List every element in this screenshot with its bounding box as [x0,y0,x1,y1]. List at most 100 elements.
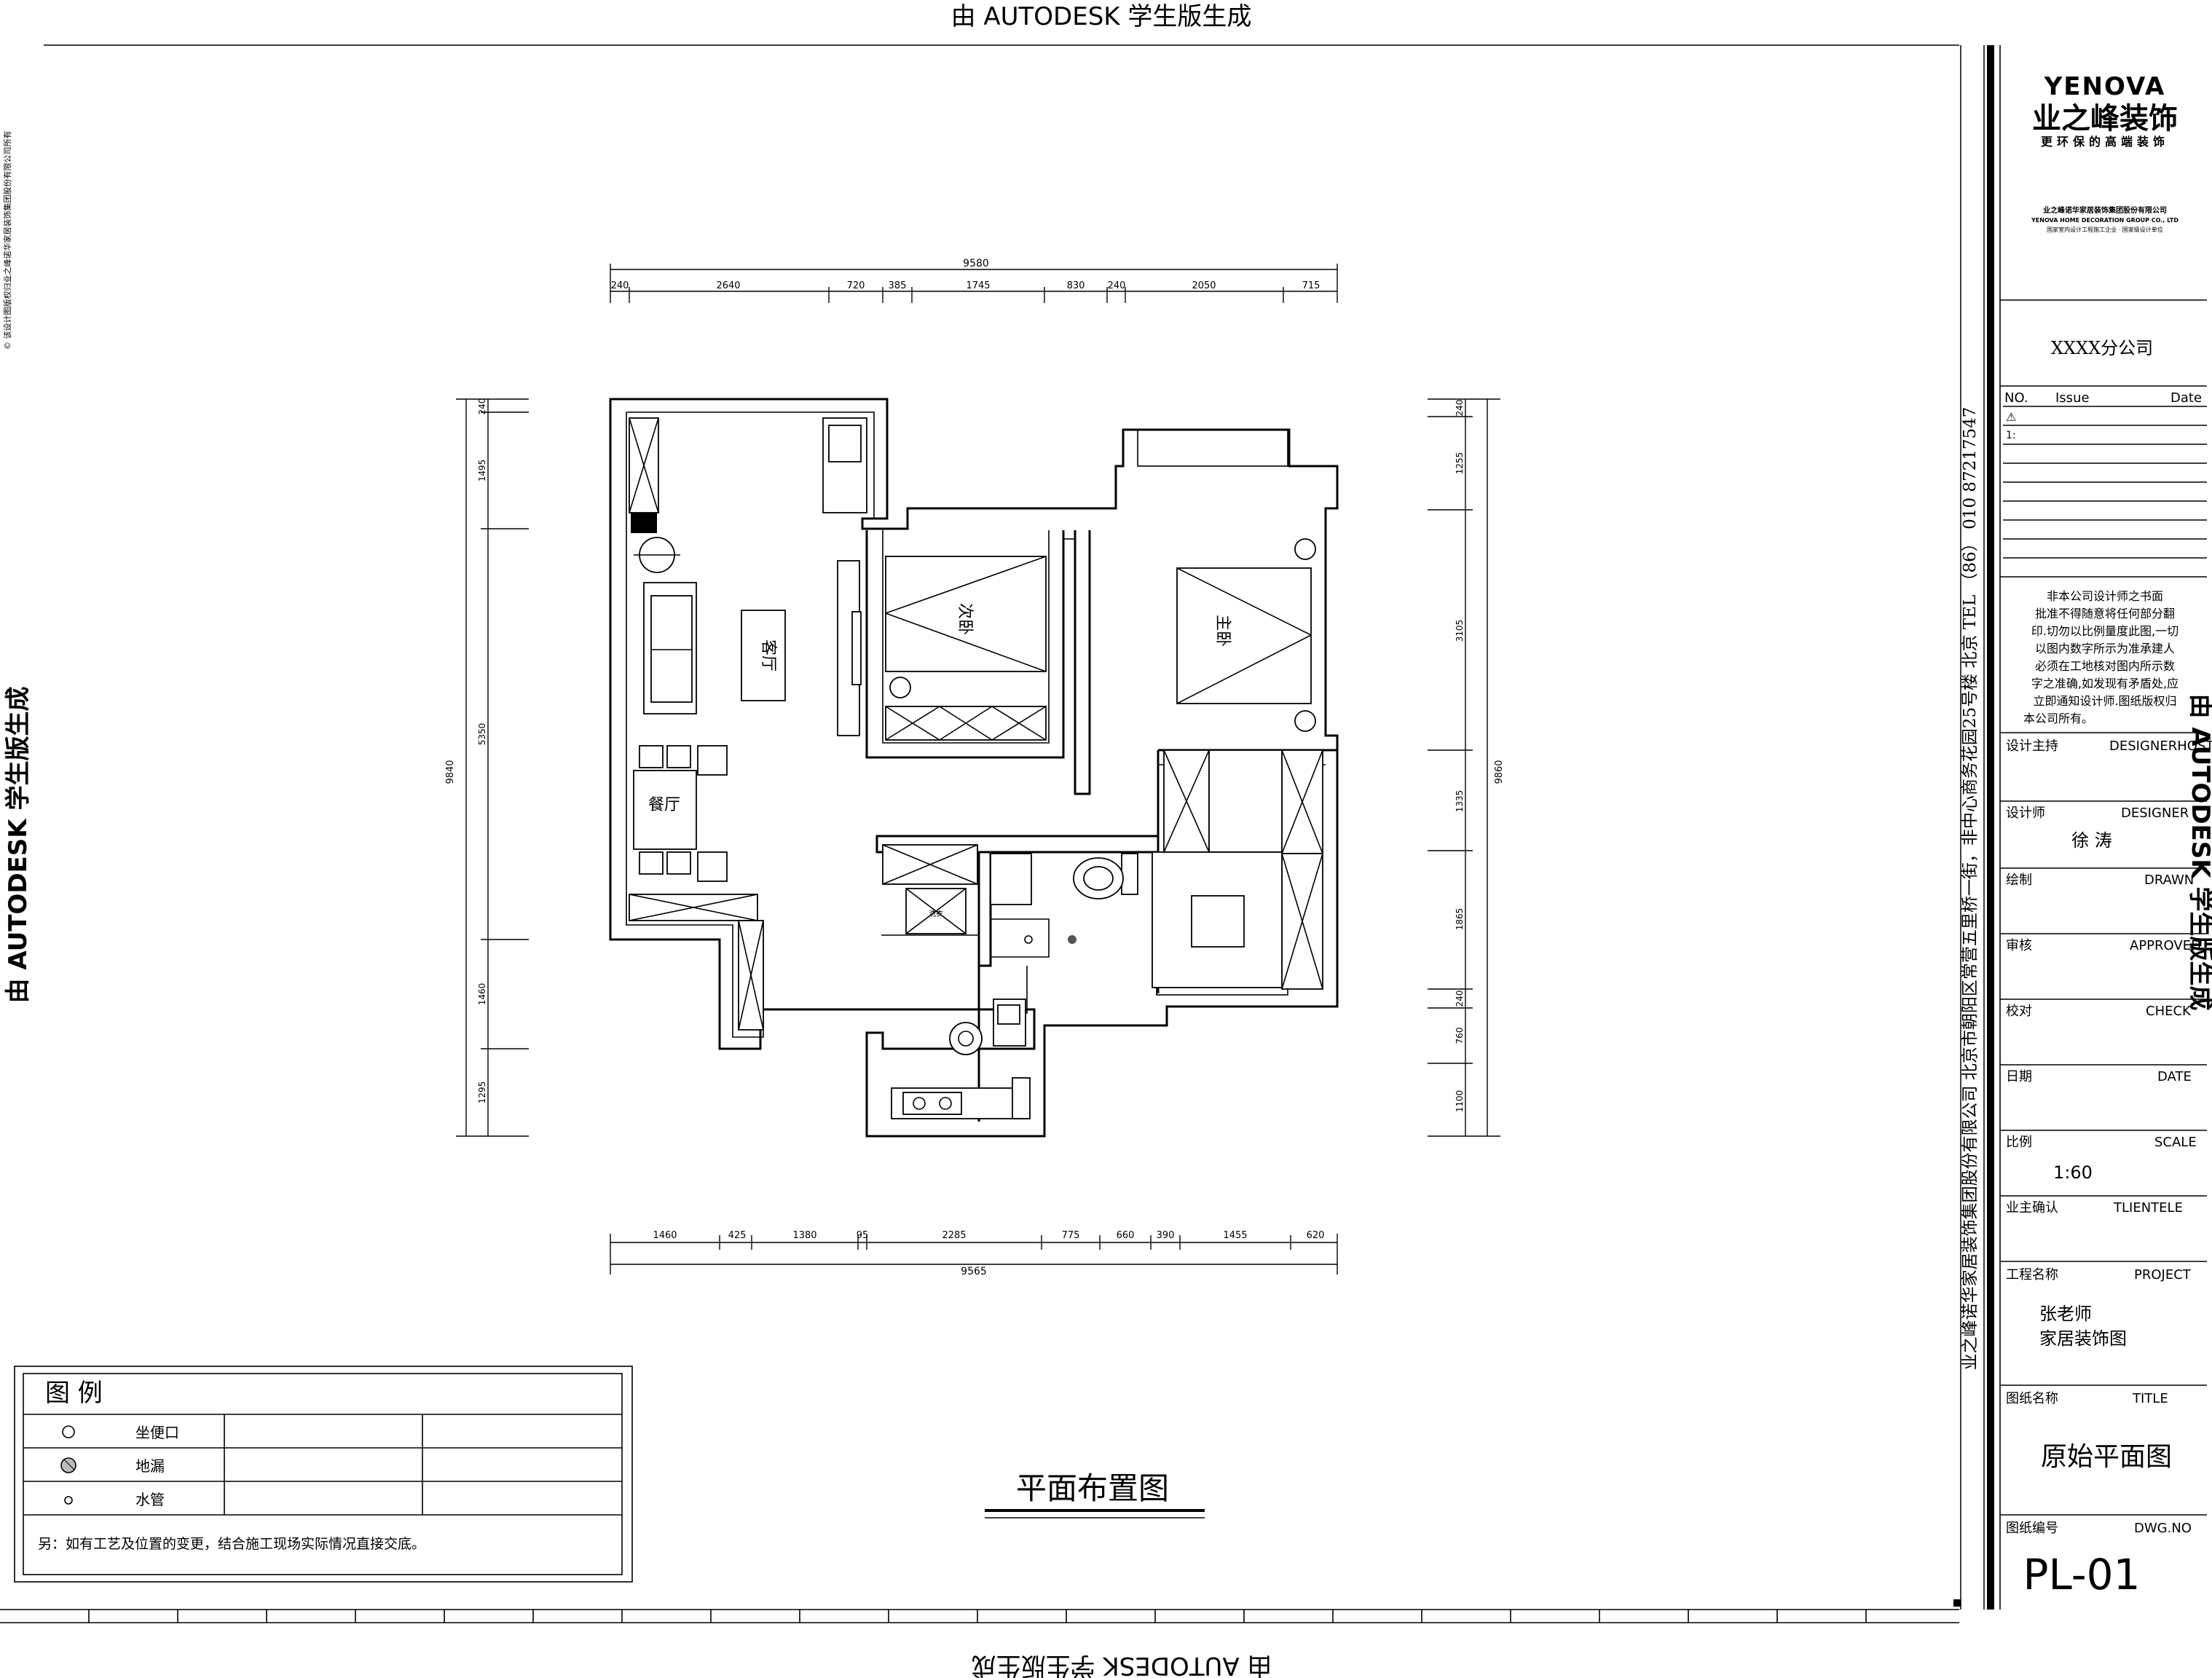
field-designer-host-label: 设计主持 [2006,738,2058,754]
floor-drain-icon [60,1457,76,1473]
field-designer-value: 徐 涛 [2071,830,2112,851]
field-approved-label: 审核 [2006,938,2032,953]
dim-top-total: 9580 [963,258,989,269]
dim-top-2: 720 [847,280,865,291]
dim-bottom-7: 390 [1157,1230,1175,1241]
dim-bottom-1: 425 [728,1230,747,1241]
rev-mark: ⚠ [2006,410,2016,424]
copyright-tiny: © 该设计图版权归业之峰诺华家居装饰集团股份有限公司所有 [2,131,12,350]
field-check-label: 校对 [2006,1004,2032,1019]
dim-left-1: 1495 [477,460,487,482]
dim-bottom-9: 620 [1307,1230,1325,1241]
rev-issue-header: Issue [2055,390,2090,406]
company-address: 业之峰诺华家居装饰集团股份有限公司 北京市朝阳区常营五里桥一街，非中心商务花园2… [1961,407,1980,1371]
watermark-bottom: 由 AUTODESK 学生版生成 [972,1651,1272,1678]
field-scale-en: SCALE [2154,1135,2197,1150]
dimension-top: 9580 240 2640 720 385 1745 830 240 2050 … [610,258,1338,303]
field-date-en: DATE [2157,1069,2192,1084]
dimension-bottom: 1460 425 1380 95 2285 775 660 390 1455 6… [610,1230,1338,1277]
dim-left-2: 5350 [477,723,487,746]
dim-left-3: 1460 [477,983,487,1006]
dwg-no-label: 图纸编号 [2006,1521,2058,1536]
watermark-left: 由 AUTODESK 学生版生成 [4,687,33,1004]
legend-item-label: 地漏 [135,1457,165,1475]
watermark-right: 由 AUTODESK 学生版生成 [2186,694,2212,1011]
notice-line: 必须在工地核对图内所示数 [2035,659,2175,673]
field-designer-host-en: DESIGNERHOST [2109,738,2212,754]
dim-bottom-8: 1455 [1223,1230,1247,1241]
notice-line: 印.切勿以比例量度此图,一切 [2031,624,2178,638]
dim-right-7: 1100 [1455,1090,1465,1113]
drawing-title-en: TITLE [2132,1391,2168,1406]
drawing-title-value: 原始平面图 [2041,1442,2172,1472]
rev-no-header: NO. [2004,390,2028,406]
dim-top-7: 2050 [1192,280,1216,291]
notice-line: 本公司所有。 [2023,712,2093,725]
branch-name: XXXX分公司 [2051,338,2153,358]
legend-table: 图 例 坐便口 地漏 水管 另：如有工艺及位置的变更，结合施工现场实际情况直接交… [14,1366,633,1583]
rev-date-header: Date [2170,390,2202,406]
field-scale-label: 比例 [2006,1135,2032,1150]
dim-right-6: 760 [1455,1028,1465,1044]
dim-left-0: 240 [477,398,487,415]
dim-top-0: 240 [611,280,629,291]
field-check-en: CHECK [2146,1004,2192,1019]
dwg-no-en: DWG.NO [2134,1521,2192,1536]
drawing-title-label: 图纸名称 [2006,1391,2058,1406]
dimension-right: 240 1255 3105 1335 1865 240 760 1100 986… [1428,398,1505,1137]
dim-right-0: 240 [1455,400,1465,417]
room-label-dining: 餐厅 [648,796,680,814]
plan-title: 平面布置图 [1016,1470,1169,1506]
dim-top-5: 830 [1067,280,1085,291]
field-drawn-label: 绘制 [2006,873,2032,888]
dim-bottom-total: 9565 [961,1266,987,1277]
logo-slogan: 更环保的高端装饰 [2041,135,2169,149]
company-cn: 业之峰诺华家居装饰集团股份有限公司 [2043,205,2167,215]
field-client-label: 业主确认 [2006,1200,2058,1216]
notice-line: 批准不得随意将任何部分翻 [2035,607,2175,621]
dim-bottom-5: 775 [1062,1230,1080,1241]
room-label-master-bedroom: 主卧 [1213,615,1232,647]
outer-wall [609,398,1339,1138]
room-label-second-bedroom: 次卧 [956,603,974,635]
dwg-no-value: PL-01 [2023,1550,2140,1599]
field-date-label: 日期 [2006,1069,2032,1084]
bottom-ruler [0,1609,1959,1623]
notice-line: 立即通知设计师.图纸版权归 [2033,694,2176,708]
legend-item-label: 水管 [135,1491,165,1508]
company-en: YENOVA HOME DECORATION GROUP CO., LTD [2031,217,2178,224]
logo-en: YENOVA [2044,72,2166,101]
dim-bottom-2: 1380 [792,1230,816,1241]
water-pipe-icon [64,1496,73,1505]
project-value-2: 家居装饰图 [2039,1328,2127,1349]
project-value-1: 张老师 [2039,1304,2092,1324]
room-label-living: 客厅 [759,639,777,671]
dim-right-5: 240 [1455,990,1465,1007]
title-block: YENOVA 业之峰装饰 更环保的高端装饰 业之峰诺华家居装饰集团股份有限公司 … [1999,45,2212,1610]
dim-bottom-4: 2285 [942,1230,966,1241]
company-note: 国家室内设计工程施工企业 · 国家级设计单位 [2047,226,2163,233]
dim-top-3: 385 [889,280,907,291]
dim-right-4: 1865 [1455,908,1465,931]
dim-right-total: 9860 [1494,760,1505,784]
dim-bottom-6: 660 [1117,1230,1135,1241]
rev-line: 1: [2006,430,2016,441]
notice-line: 以图内数字所示为准承建人 [2035,642,2175,655]
dim-right-1: 1255 [1455,452,1465,475]
field-scale-value: 1:60 [2053,1162,2093,1183]
dim-right-2: 3105 [1455,620,1465,642]
toilet-drain-icon [62,1425,75,1438]
notice-line: 非本公司设计师之书面 [2047,589,2163,603]
dimension-left: 9840 240 1495 5350 1460 1295 [445,398,529,1137]
legend-note: 另：如有工艺及位置的变更，结合施工现场实际情况直接交底。 [38,1536,425,1552]
room-label-washer: 洗衣 [929,909,943,918]
floor-plan: 客厅 餐厅 次卧 主卧 洗衣 [609,398,1339,1138]
dim-left-total: 9840 [445,760,456,784]
field-client-en: TLIENTELE [2113,1200,2183,1216]
dim-bottom-3: 95 [857,1230,869,1241]
field-designer-en: DESIGNER [2121,805,2189,821]
field-designer-label: 设计师 [2006,805,2045,821]
watermark-top: 由 AUTODESK 学生版生成 [951,2,1252,31]
field-drawn-en: DRAWN [2144,873,2194,888]
